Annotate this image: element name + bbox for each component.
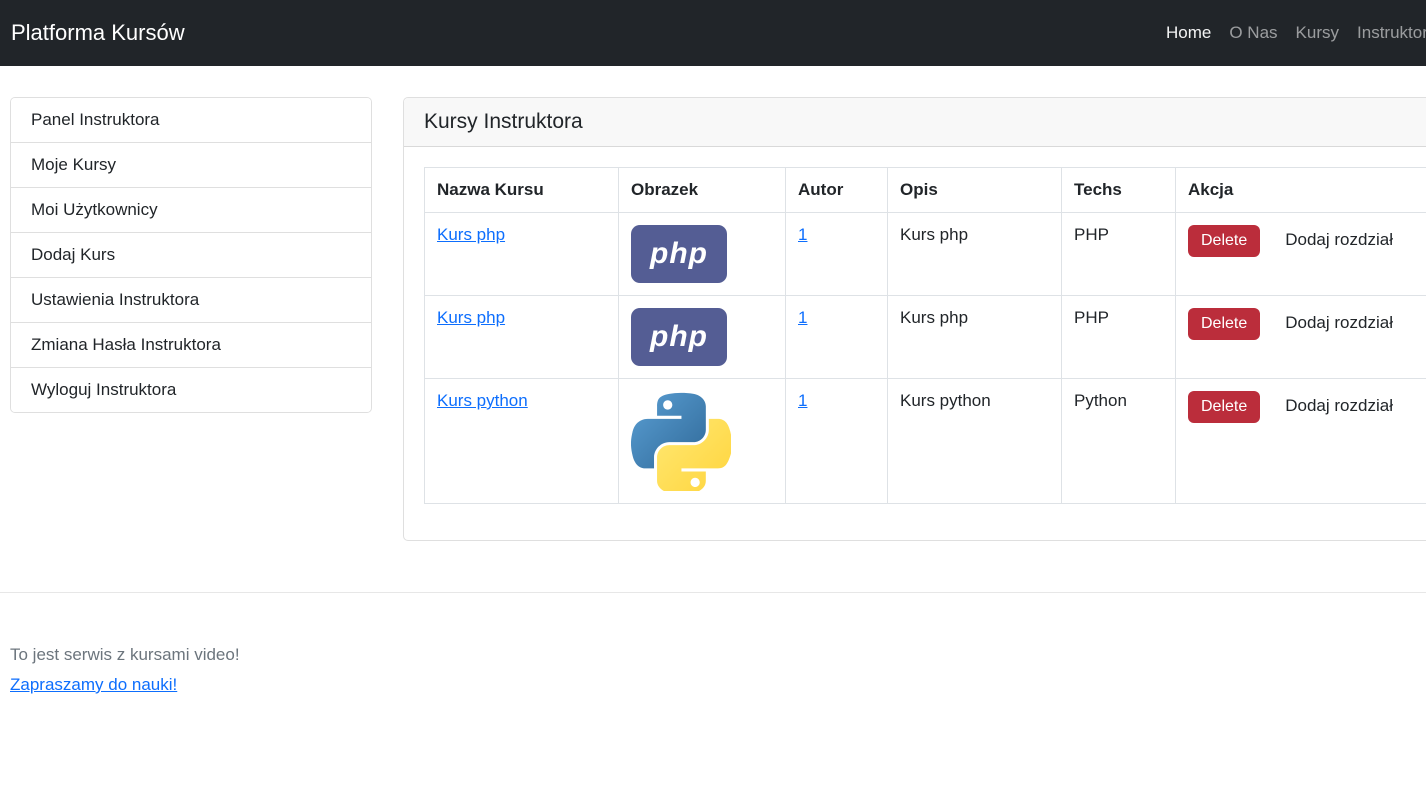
sidebar-menu: Panel InstruktoraMoje KursyMoi Użytkowni…	[10, 97, 372, 413]
course-name-link[interactable]: Kurs php	[437, 225, 505, 244]
column-header-obrazek: Obrazek	[619, 168, 786, 213]
course-name-link[interactable]: Kurs python	[437, 391, 528, 410]
action-cell: Delete Dodaj rozdział	[1176, 213, 1426, 296]
top-navbar: Platforma Kursów Home O Nas Kursy Instrukto…	[0, 0, 1426, 66]
course-image-cell: php	[619, 213, 786, 296]
author-cell: 1	[786, 296, 888, 379]
description-cell: Kurs php	[888, 296, 1062, 379]
footer: To jest serwis z kursami video! Zaprasza…	[0, 593, 1426, 695]
table-body: Kurs php php 1 Kurs php PHP DeleteDodaj …	[425, 213, 1426, 504]
column-header-akcja: Akcja	[1176, 168, 1426, 213]
nav-link-kursy[interactable]: Kursy	[1296, 23, 1339, 42]
author-cell: 1	[786, 379, 888, 504]
sidebar-item-dodaj-kurs[interactable]: Dodaj Kurs	[11, 232, 371, 277]
column-header-techs: Techs	[1062, 168, 1176, 213]
table-row: Kurs php php 1 Kurs php PHP Delete Dodaj …	[425, 213, 1426, 296]
description-cell: Kurs python	[888, 379, 1062, 504]
course-image-cell	[619, 379, 786, 504]
sidebar-item-wyloguj-instruktora[interactable]: Wyloguj Instruktora	[11, 367, 371, 412]
column-header-nazwa-kursu: Nazwa Kursu	[425, 168, 619, 213]
card-title: Kursy Instruktora	[404, 98, 1426, 147]
nav-link-o-nas[interactable]: O Nas	[1229, 23, 1277, 42]
nav-link-instruktor[interactable]: Instruktor	[1357, 23, 1426, 42]
sidebar-item-panel-instruktora[interactable]: Panel Instruktora	[11, 98, 371, 142]
sidebar-item-moi-uzytkownicy[interactable]: Moi Użytkownicy	[11, 187, 371, 232]
techs-cell: Python	[1062, 379, 1176, 504]
author-link[interactable]: 1	[798, 391, 807, 410]
courses-table: Nazwa KursuObrazekAutorOpisTechsAkcja Ku…	[424, 167, 1426, 504]
course-name-link[interactable]: Kurs php	[437, 308, 505, 327]
delete-button[interactable]: Delete	[1188, 225, 1260, 257]
sidebar-item-moje-kursy[interactable]: Moje Kursy	[11, 142, 371, 187]
action-cell: Delete Dodaj rozdział	[1176, 296, 1426, 379]
footer-invite-link[interactable]: Zapraszamy do nauki!	[10, 675, 177, 694]
navbar-brand[interactable]: Platforma Kursów	[11, 20, 185, 46]
action-cell: Delete Dodaj rozdział	[1176, 379, 1426, 504]
sidebar-item-zmiana-hasla-instruktora[interactable]: Zmiana Hasła Instruktora	[11, 322, 371, 367]
author-link[interactable]: 1	[798, 225, 807, 244]
add-chapter-link[interactable]: Dodaj rozdział	[1285, 396, 1393, 415]
delete-button[interactable]: Delete	[1188, 391, 1260, 423]
python-logo-icon	[631, 391, 773, 491]
techs-cell: PHP	[1062, 296, 1176, 379]
sidebar-item-ustawienia-instruktora[interactable]: Ustawienia Instruktora	[11, 277, 371, 322]
author-link[interactable]: 1	[798, 308, 807, 327]
footer-text: To jest serwis z kursami video!	[10, 645, 1426, 665]
navbar-links: Home O Nas Kursy Instruktor	[1166, 0, 1426, 66]
table-row: Kurs php php 1 Kurs php PHP Delete Dodaj …	[425, 296, 1426, 379]
table-header-row: Nazwa KursuObrazekAutorOpisTechsAkcja	[425, 168, 1426, 213]
add-chapter-link[interactable]: Dodaj rozdział	[1285, 230, 1393, 249]
description-cell: Kurs php	[888, 213, 1062, 296]
course-name-cell: Kurs python	[425, 379, 619, 504]
table-row: Kurs python 1 Kurs python Python DeleteD…	[425, 379, 1426, 504]
add-chapter-link[interactable]: Dodaj rozdział	[1285, 313, 1393, 332]
course-name-cell: Kurs php	[425, 213, 619, 296]
techs-cell: PHP	[1062, 213, 1176, 296]
column-header-autor: Autor	[786, 168, 888, 213]
php-logo-icon: php	[631, 308, 727, 366]
column-header-opis: Opis	[888, 168, 1062, 213]
nav-link-home[interactable]: Home	[1166, 23, 1211, 42]
main-content: Panel InstruktoraMoje KursyMoi Użytkowni…	[0, 66, 1426, 592]
php-logo-icon: php	[631, 225, 727, 283]
course-name-cell: Kurs php	[425, 296, 619, 379]
card-body: Nazwa KursuObrazekAutorOpisTechsAkcja Ku…	[404, 147, 1426, 540]
author-cell: 1	[786, 213, 888, 296]
page: Platforma Kursów Home O Nas Kursy Instrukto…	[0, 0, 1426, 695]
courses-card: Kursy Instruktora Nazwa KursuObrazekAuto…	[403, 97, 1426, 541]
delete-button[interactable]: Delete	[1188, 308, 1260, 340]
course-image-cell: php	[619, 296, 786, 379]
